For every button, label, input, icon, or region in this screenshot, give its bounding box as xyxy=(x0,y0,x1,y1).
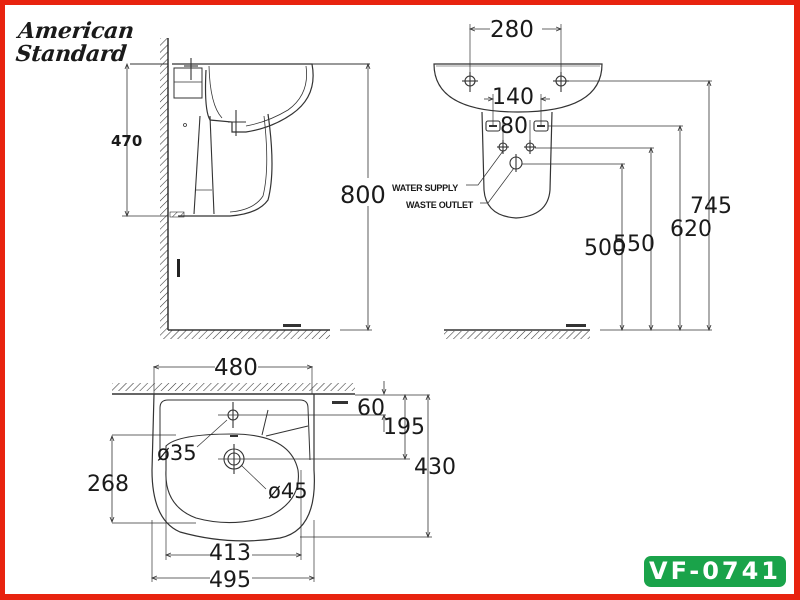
floor-hatch xyxy=(160,330,330,339)
dim-60: 60 xyxy=(357,396,385,421)
dim-dia-45: ø45 xyxy=(268,479,308,503)
dim-dia-35: ø35 xyxy=(157,441,197,465)
dim-268: 268 xyxy=(87,472,129,497)
dim-745: 745 xyxy=(690,194,732,219)
dim-495: 495 xyxy=(209,568,251,593)
dim-480: 480 xyxy=(214,355,258,381)
dim-620: 620 xyxy=(670,217,712,242)
dim-80: 80 xyxy=(500,114,528,139)
dim-195: 195 xyxy=(383,415,425,440)
dim-280: 280 xyxy=(490,17,534,43)
wall-hatch xyxy=(160,38,168,330)
label-waste-outlet: WASTE OUTLET xyxy=(406,200,474,210)
dim-500: 500 xyxy=(584,236,626,261)
front-view xyxy=(433,24,712,339)
top-view xyxy=(112,366,432,582)
dim-470: 470 xyxy=(111,132,142,150)
dim-800: 800 xyxy=(340,181,386,209)
model-code-badge: VF-0741 xyxy=(644,556,786,587)
dim-140: 140 xyxy=(492,85,534,110)
floor-hatch-front xyxy=(444,331,590,339)
wall-hatch-top xyxy=(112,383,355,391)
dim-550: 550 xyxy=(613,232,655,257)
label-bg xyxy=(340,178,386,206)
dim-430: 430 xyxy=(414,455,456,480)
side-view xyxy=(122,38,372,339)
dim-413: 413 xyxy=(209,541,251,566)
label-water-supply: WATER SUPPLY xyxy=(392,183,458,193)
